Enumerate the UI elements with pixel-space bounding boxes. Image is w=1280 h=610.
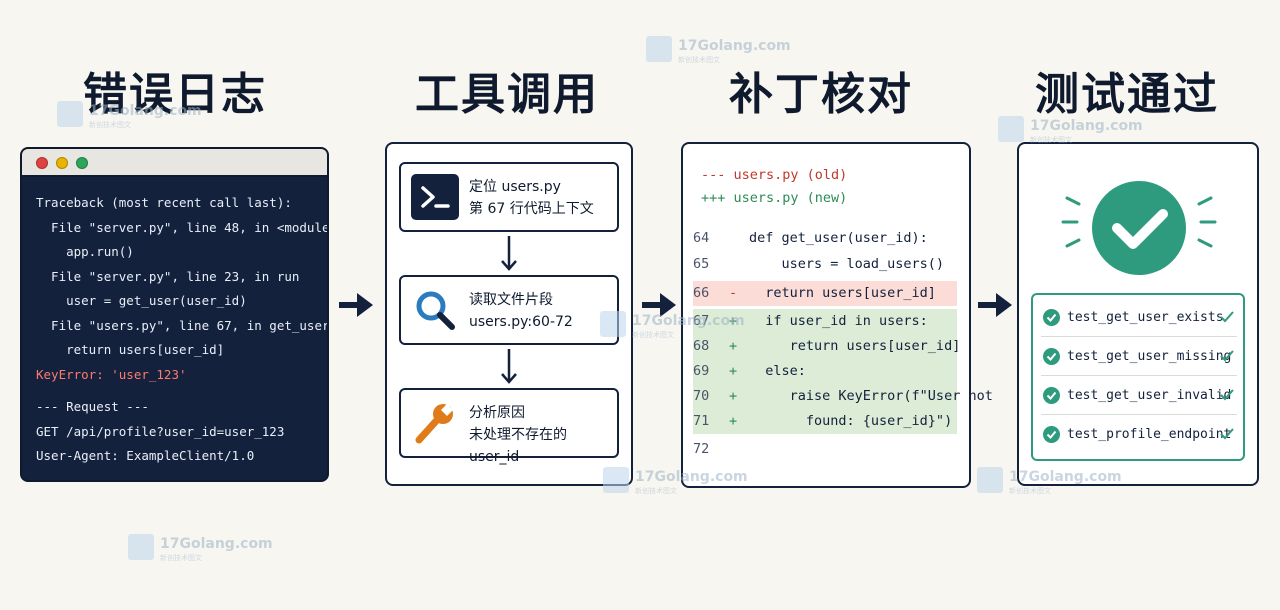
diff-line-added: 68+ return users[user_id] [693,334,960,359]
watermark-logo-icon [603,467,629,493]
diff-line-added: 67+ if user_id in users: [693,309,957,334]
test-name: test_profile_endpoint [1067,427,1232,442]
traceback-line: user = get_user(user_id) [36,293,247,308]
traceback-line: Traceback (most recent call last): [36,195,292,210]
diff-line-removed: 66- return users[user_id] [693,281,957,306]
search-icon [416,291,455,330]
traceback-line: app.run() [36,244,134,259]
watermark-logo-icon [128,534,154,560]
diff-line-added: 71+ found: {user_id}") [693,409,957,434]
tool-title: 读取文件片段 [469,292,553,308]
traceback-line: File "server.py", line 48, in <module> [36,219,329,235]
error-log-terminal: Traceback (most recent call last): File … [20,147,329,482]
test-results-list: test_get_user_exists test_get_user_missi… [1031,293,1245,461]
test-result-row: test_profile_endpoint [1041,416,1237,454]
terminal-output: Traceback (most recent call last): File … [22,177,327,469]
success-check-icon [1061,181,1217,275]
diff-line: 65 users = load_users() [693,256,945,272]
minimize-dot-icon [56,157,68,169]
watermark-logo-icon [646,36,672,62]
request-header-line: --- Request --- [36,399,149,414]
checkmark-icon [1220,350,1234,362]
pass-circle-icon [1043,309,1060,326]
close-dot-icon [36,157,48,169]
test-result-row: test_get_user_invalid [1041,377,1237,415]
watermark-logo-icon [600,311,626,337]
step-title-error-log: 错误日志 [83,69,267,120]
diff-line: 72 [693,441,710,457]
step-title-patch-review: 补丁核对 [729,69,913,120]
checkmark-icon [1220,428,1234,440]
arrow-down-icon [501,349,517,384]
tool-title: 定位 users.py [469,179,561,195]
request-line: GET /api/profile?user_id=user_123 [36,423,285,439]
test-name: test_get_user_exists [1067,310,1224,325]
arrow-right-icon [339,293,373,317]
diff-line-added: 69+ else: [693,359,957,384]
pass-circle-icon [1043,387,1060,404]
traceback-line: File "server.py", line 23, in run [36,268,300,284]
terminal-icon [411,174,459,220]
step-title-tool-call: 工具调用 [415,69,599,120]
watermark-logo-icon [998,116,1024,142]
pass-circle-icon [1043,426,1060,443]
diff-line-added: 70+ raise KeyError(f"User not [693,384,993,409]
tool-card-analyze: 分析原因 未处理不存在的 user_id [399,388,619,465]
error-line: KeyError: 'user_123' [36,366,187,382]
test-name: test_get_user_invalid [1067,388,1232,403]
tool-detail: 未处理不存在的 user_id [469,427,567,465]
checkmark-icon [1220,311,1234,323]
wrench-icon [415,404,453,444]
tool-title: 分析原因 [469,405,525,421]
arrow-down-icon [501,236,517,271]
user-agent-line: User-Agent: ExampleClient/1.0 [36,448,255,463]
maximize-dot-icon [76,157,88,169]
tests-passed-panel: test_get_user_exists test_get_user_missi… [1017,142,1259,486]
tool-call-panel: 定位 users.py 第 67 行代码上下文 读取文件片段 users.py:… [385,142,633,486]
tool-card-locate: 定位 users.py 第 67 行代码上下文 [399,162,619,232]
traceback-line: return users[user_id] [36,342,225,357]
tool-detail: users.py:60-72 [469,314,573,330]
test-result-row: test_get_user_missing [1041,338,1237,376]
arrow-right-icon [642,293,676,317]
diff-new-header: +++ users.py (new) [701,190,848,206]
patch-diff-panel: --- users.py (old) +++ users.py (new) 64… [681,142,993,488]
pass-circle-icon [1043,348,1060,365]
tool-detail: 第 67 行代码上下文 [469,201,594,217]
test-result-row: test_get_user_exists [1041,299,1237,337]
tool-card-read-file: 读取文件片段 users.py:60-72 [399,275,619,345]
diff-old-header: --- users.py (old) [701,167,848,183]
arrow-right-icon [978,293,1012,317]
step-title-tests-pass: 测试通过 [1035,69,1219,120]
watermark-logo-icon [57,101,83,127]
checkmark-icon [1220,389,1234,401]
watermark-logo-icon [977,467,1003,493]
test-name: test_get_user_missing [1067,349,1232,364]
terminal-title-bar [22,149,327,177]
traceback-line: File "users.py", line 67, in get_user [36,317,329,333]
